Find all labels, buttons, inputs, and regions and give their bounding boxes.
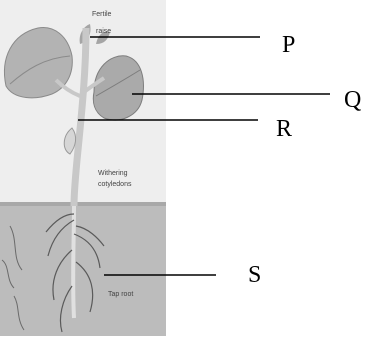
plumule-label-line-2: raise: [96, 28, 111, 35]
label-r: R: [276, 116, 292, 142]
cotyledons-label-line-2: cotyledons: [98, 181, 132, 188]
label-q: Q: [344, 87, 361, 113]
tap-root: [73, 206, 74, 318]
tap-root-label: Tap root: [108, 291, 133, 298]
soil-surface: [0, 202, 166, 206]
cotyledons-label-line-1: Withering: [98, 170, 128, 177]
plumule-label-line-1: Fertile: [92, 11, 112, 18]
label-s: S: [248, 262, 261, 288]
label-p: P: [282, 32, 295, 58]
soil-region: [0, 204, 166, 336]
